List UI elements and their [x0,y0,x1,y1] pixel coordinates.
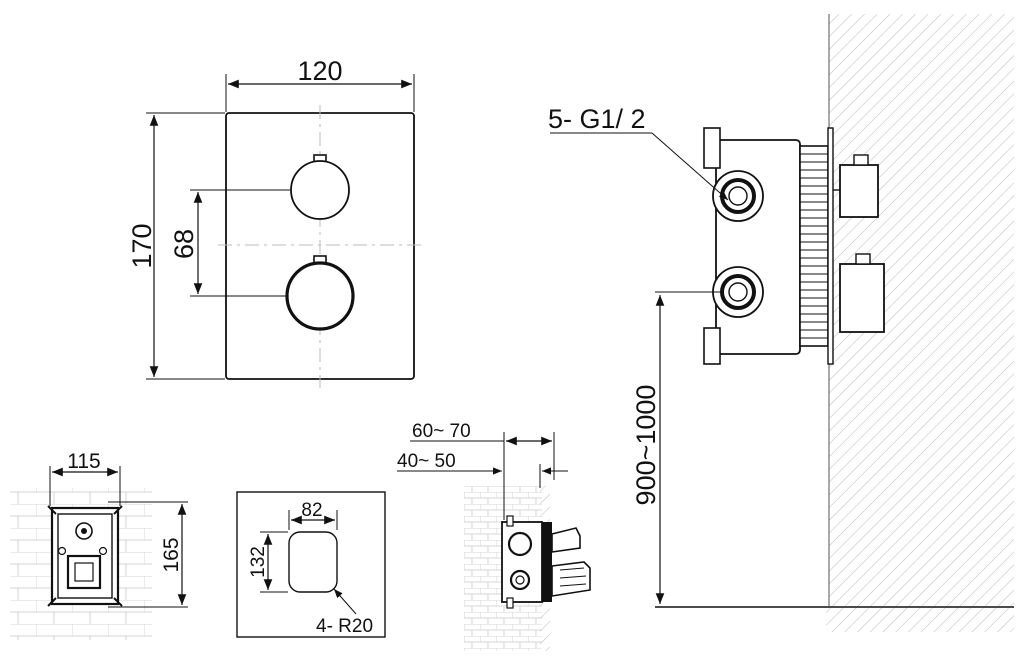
floor-section [826,608,1014,632]
depth-thread [542,522,552,602]
lower-cartridge [839,263,885,333]
cutout-radius-label: 4- R20 [316,616,373,637]
threaded-sleeve [799,145,829,347]
front-plate-view: 120 170 68 [127,56,425,388]
upper-port [712,170,764,222]
cutout-opening [288,531,338,593]
connection-label: 5- G1/ 2 [548,104,646,134]
plate-width-label: 120 [297,56,342,86]
mounting-tab-top [703,127,721,169]
mount-height-label: 900~1000 [631,385,661,506]
wall-flange [827,127,834,365]
plate-height-label: 170 [127,223,157,268]
box-width-label: 115 [67,450,100,473]
lower-knob [285,261,355,331]
inner-depth-label: 40~ 50 [397,451,456,472]
cutout-view: 82 132 4- R20 [236,491,386,638]
box-height-label: 165 [160,537,183,572]
upper-cartridge [839,164,879,218]
knob-spacing-label: 68 [169,229,199,259]
mounting-tab-bottom [703,327,721,365]
side-view: 5- G1/ 2 900~1000 [548,14,1014,632]
cutout-width-label: 82 [301,500,322,521]
outer-depth-label: 60~ 70 [412,421,471,442]
lower-port [712,266,764,318]
depth-view: 60~ 70 40~ 50 [397,421,591,651]
upper-knob [290,160,350,220]
box-view: 115 165 [10,450,188,640]
cutout-height-label: 132 [248,546,269,578]
